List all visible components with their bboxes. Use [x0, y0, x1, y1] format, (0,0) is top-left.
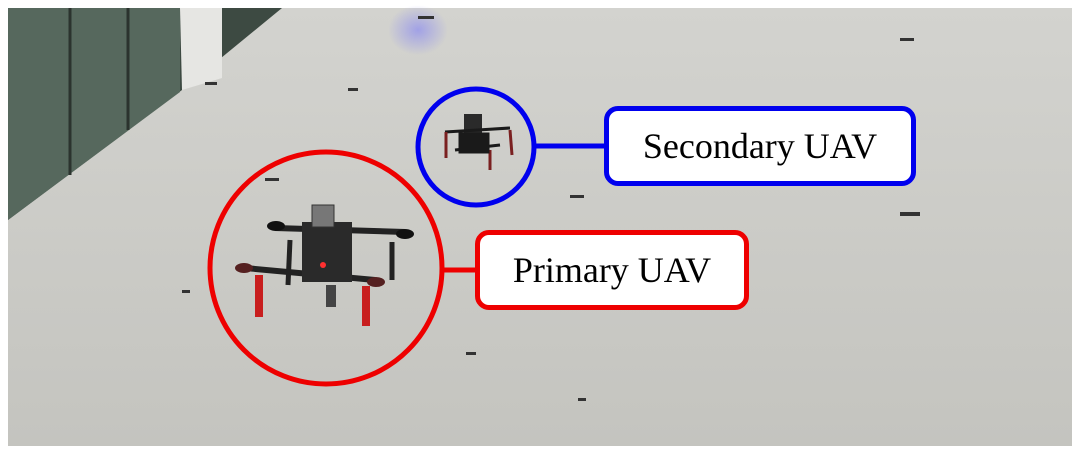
secondary-uav-label-text: Secondary UAV — [642, 126, 878, 166]
glass-wall — [8, 8, 282, 220]
blue-light-glow — [388, 5, 448, 55]
secondary-uav-label: Secondary UAV — [604, 106, 916, 186]
secondary-drone — [444, 114, 514, 170]
floor-markers — [182, 16, 920, 401]
primary-uav-label: Primary UAV — [475, 230, 749, 310]
primary-uav-label-text: Primary UAV — [512, 250, 712, 290]
primary-drone — [235, 204, 414, 326]
